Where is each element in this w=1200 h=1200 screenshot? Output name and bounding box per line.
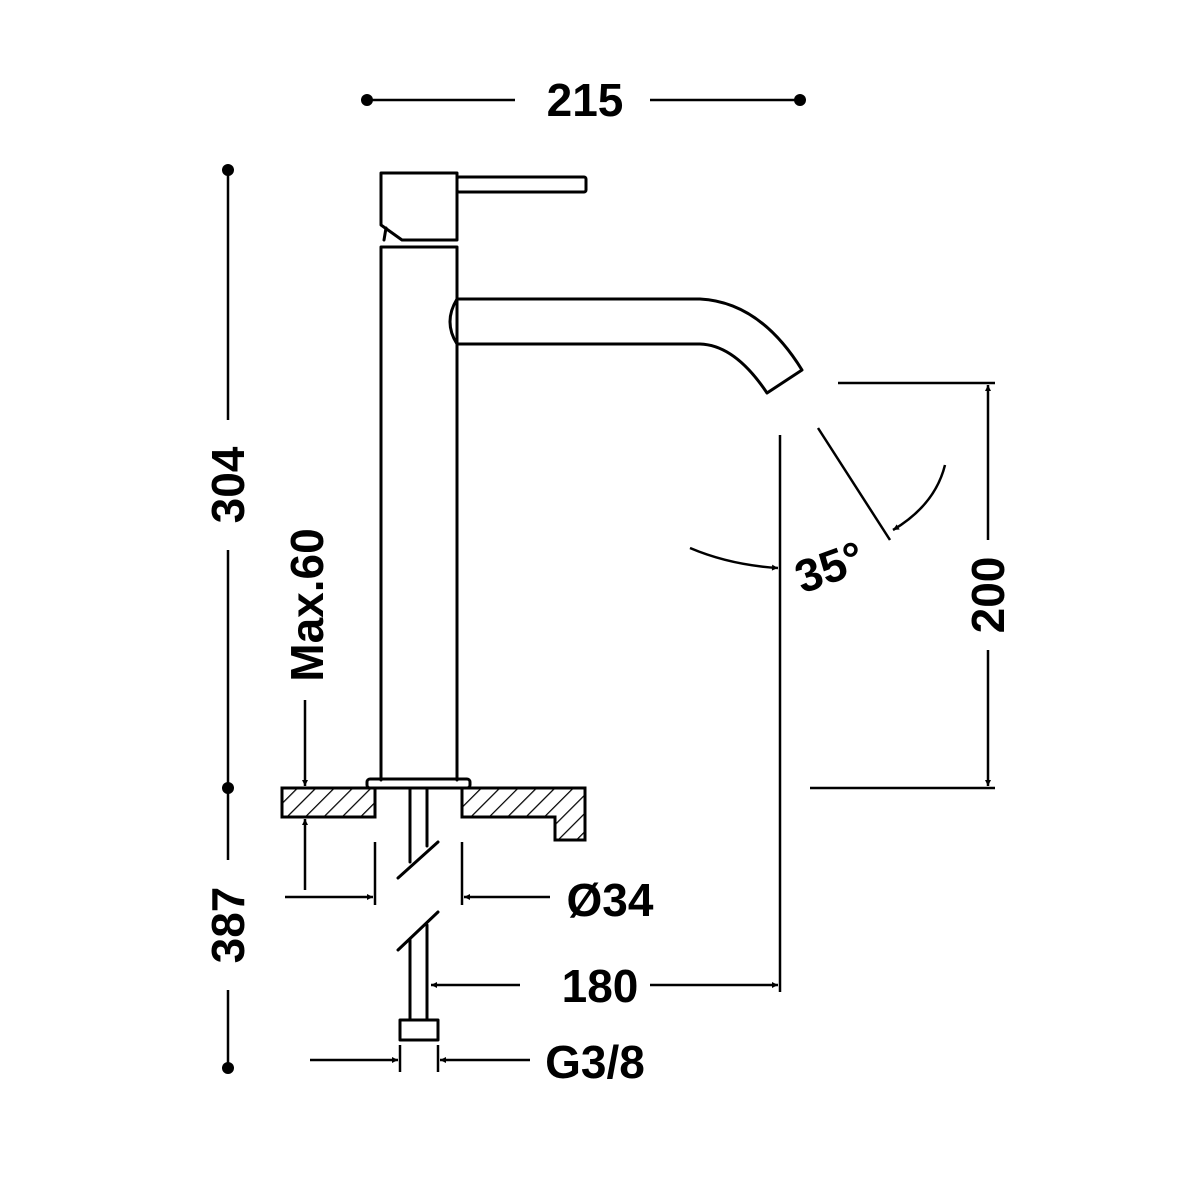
countertop-section (280, 786, 587, 842)
spout-height-label: 200 (962, 557, 1014, 634)
spout-angle-label: 35° (788, 531, 871, 604)
dimension-hole: Ø34 (285, 842, 654, 926)
hole-diameter-label: Ø34 (567, 874, 654, 926)
dimension-spout-height: 200 (810, 381, 1014, 790)
width-label: 215 (547, 74, 624, 126)
max-deck-label: Max.60 (281, 528, 333, 681)
height-below-label: 387 (202, 887, 254, 964)
dimension-width: 215 (361, 74, 806, 126)
dimension-reach: 180 (431, 435, 782, 1012)
spout-reach-label: 180 (562, 960, 639, 1012)
dimension-angle: 35° (689, 427, 947, 604)
connection-label: G3/8 (545, 1036, 645, 1088)
dimension-connection: G3/8 (310, 1036, 645, 1088)
faucet-body (365, 171, 804, 790)
dimension-max-deck: Max.60 (281, 528, 333, 890)
supply-hose (396, 786, 440, 1042)
dimension-heights: 304 387 (202, 164, 254, 1074)
height-above-label: 304 (202, 446, 254, 523)
